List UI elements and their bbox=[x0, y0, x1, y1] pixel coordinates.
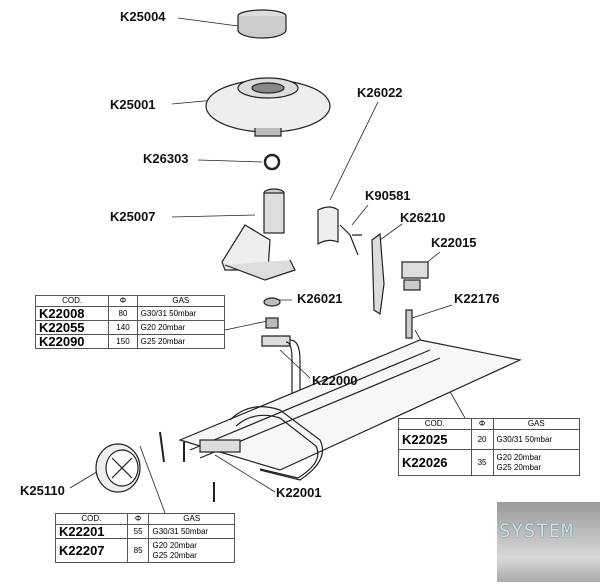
diameter: 80 bbox=[108, 306, 138, 321]
diameter: 20 bbox=[470, 429, 494, 450]
col-header: GAS bbox=[148, 513, 235, 525]
leader-lines bbox=[69, 17, 466, 514]
col-header: COD. bbox=[34, 295, 110, 307]
electrode bbox=[405, 309, 413, 339]
part-label: K25004 bbox=[120, 9, 166, 24]
code: K22090 bbox=[34, 334, 110, 349]
burner-cap bbox=[237, 9, 287, 39]
part-label: K25110 bbox=[20, 483, 65, 498]
code: K22207 bbox=[55, 538, 128, 563]
bracket bbox=[371, 232, 385, 316]
col-header: Φ bbox=[126, 513, 150, 525]
gas: G30/31 50mbar bbox=[492, 429, 581, 450]
pilot-burner bbox=[401, 261, 429, 279]
injector bbox=[261, 317, 301, 430]
part-label: K26210 bbox=[400, 210, 446, 225]
col-header: GAS bbox=[136, 295, 226, 307]
diameter: 55 bbox=[126, 524, 150, 539]
gas: G25 20mbar bbox=[152, 550, 197, 560]
burner-body bbox=[221, 188, 296, 281]
diameter: 150 bbox=[108, 334, 138, 349]
burner-head bbox=[205, 77, 331, 137]
code: K22025 bbox=[398, 429, 472, 450]
part-label: K90581 bbox=[365, 188, 411, 203]
part-label: K25007 bbox=[110, 209, 156, 224]
part-label: K26303 bbox=[143, 151, 189, 166]
part-label: K26022 bbox=[357, 85, 403, 100]
col-header: Φ bbox=[108, 295, 138, 307]
thermocouple bbox=[339, 224, 362, 256]
part-label: K22015 bbox=[431, 235, 477, 250]
code: K22026 bbox=[398, 449, 472, 476]
gas: G20 20mbar bbox=[152, 540, 197, 550]
col-header: COD. bbox=[55, 513, 128, 525]
code: K22055 bbox=[34, 320, 110, 335]
diameter: 85 bbox=[126, 538, 150, 563]
part-label: K25001 bbox=[110, 97, 156, 112]
system-logo: SYSTEM bbox=[497, 502, 600, 582]
col-header: COD. bbox=[398, 418, 472, 430]
code: K22008 bbox=[34, 306, 110, 321]
gas: G30/31 50mbar bbox=[136, 306, 226, 321]
logo-text: SYSTEM bbox=[499, 520, 574, 542]
diameter: 35 bbox=[470, 449, 494, 476]
o-ring bbox=[263, 153, 281, 171]
gas: G20 20mbar bbox=[136, 320, 226, 335]
gas: G30/31 50mbar bbox=[148, 524, 235, 539]
gas-rails bbox=[159, 339, 522, 502]
col-header: Φ bbox=[470, 418, 494, 430]
control-knob bbox=[95, 443, 141, 493]
code: K22201 bbox=[55, 524, 128, 539]
nut bbox=[263, 297, 281, 307]
col-header: GAS bbox=[492, 418, 581, 430]
gas: G25 20mbar bbox=[496, 462, 541, 472]
part-label: K26021 bbox=[297, 291, 343, 306]
gas: G25 20mbar bbox=[136, 334, 226, 349]
part-label: K22000 bbox=[312, 373, 358, 388]
part-label: K22001 bbox=[276, 485, 322, 500]
thermocouple-shield bbox=[317, 206, 339, 246]
diameter: 140 bbox=[108, 320, 138, 335]
part-label: K22176 bbox=[454, 291, 500, 306]
gas: G20 20mbar bbox=[496, 452, 541, 462]
